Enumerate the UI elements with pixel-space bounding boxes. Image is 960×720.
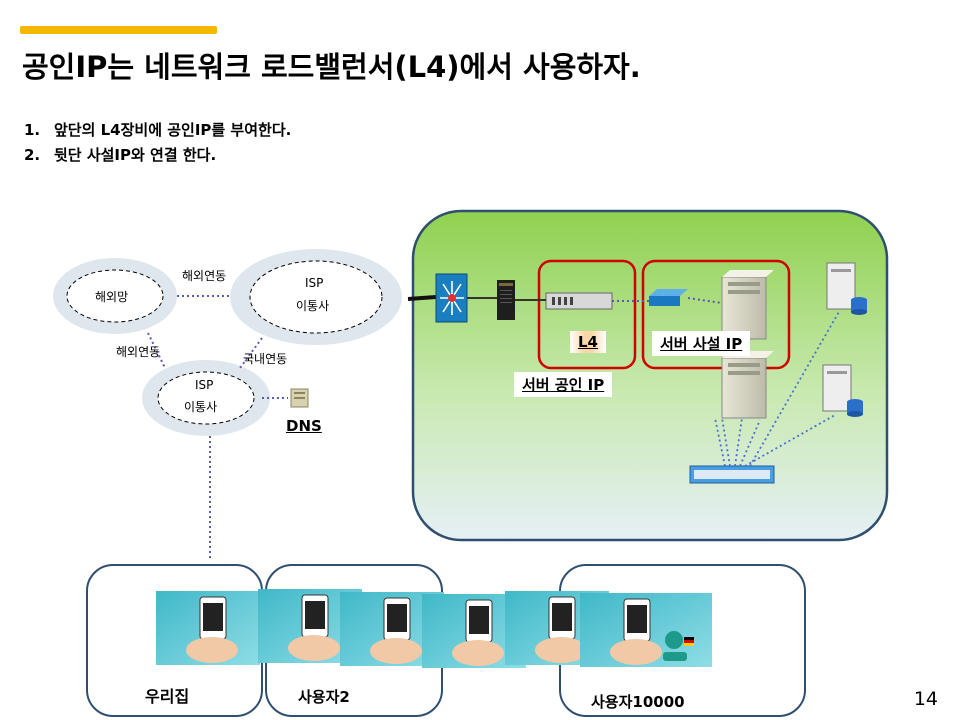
storage-links (714, 309, 841, 467)
isp-bottom-line2: 이통사 (184, 400, 218, 414)
title-accent-bar (20, 26, 217, 34)
isp-top-line1: ISP (305, 276, 324, 290)
database-server-icon (822, 364, 863, 417)
page-number: 14 (913, 688, 938, 710)
public-ip-label: 서버 공인 IP (514, 372, 613, 397)
overseas-net-label: 해외망 (95, 290, 129, 304)
step-item: 2. 뒷단 사설IP와 연결 한다. (24, 143, 291, 168)
user-2-label: 사용자2 (298, 688, 350, 706)
step-item: 1. 앞단의 L4장비에 공인IP를 부여한다. (24, 118, 291, 143)
dns-label: DNS (286, 417, 322, 435)
private-ip-highlight (641, 259, 791, 370)
server-tower-icon (721, 270, 774, 340)
isp-bottom-line1: ISP (195, 378, 214, 392)
appliance-icon (497, 280, 515, 320)
slide-title: 공인IP는 네트워크 로드밸런서(L4)에서 사용하자. (22, 50, 641, 84)
overseas-link-left-label: 해외연동 (116, 345, 161, 359)
network-links (147, 295, 288, 560)
l4-switch-icon (545, 292, 613, 310)
datacenter-zone (411, 209, 889, 542)
user-photo (156, 591, 260, 665)
overseas-link-top-label: 해외연동 (182, 269, 227, 283)
overseas-net-cloud (53, 258, 177, 334)
network-switch-icon (649, 289, 688, 306)
isp-top-cloud (230, 249, 402, 345)
user-photo (580, 593, 712, 667)
l4-highlight (537, 259, 637, 370)
database-server-icon (826, 262, 867, 315)
user-home-label: 우리집 (145, 687, 190, 706)
dns-server-icon (290, 388, 309, 408)
user-photo-row (156, 589, 712, 668)
server-tower-icon (721, 351, 774, 419)
router-icon (435, 273, 468, 323)
step-number: 2. (24, 146, 41, 164)
domestic-link-label: 국내연동 (243, 352, 288, 366)
step-list: 1. 앞단의 L4장비에 공인IP를 부여한다. 2. 뒷단 사설IP와 연결 한다… (24, 118, 291, 168)
user-10000-label: 사용자10000 (591, 693, 685, 711)
private-ip-label: 서버 사설 IP (652, 331, 751, 356)
step-text: 앞단의 L4장비에 공인IP를 부여한다. (54, 121, 292, 139)
step-text: 뒷단 사설IP와 연결 한다. (54, 146, 217, 164)
isp-bottom-cloud (142, 360, 270, 436)
storage-switch-icon (689, 465, 775, 484)
step-number: 1. (24, 121, 41, 139)
l4-label: L4 (570, 331, 606, 353)
isp-dc-link (407, 295, 437, 301)
isp-top-line2: 이통사 (296, 299, 330, 313)
